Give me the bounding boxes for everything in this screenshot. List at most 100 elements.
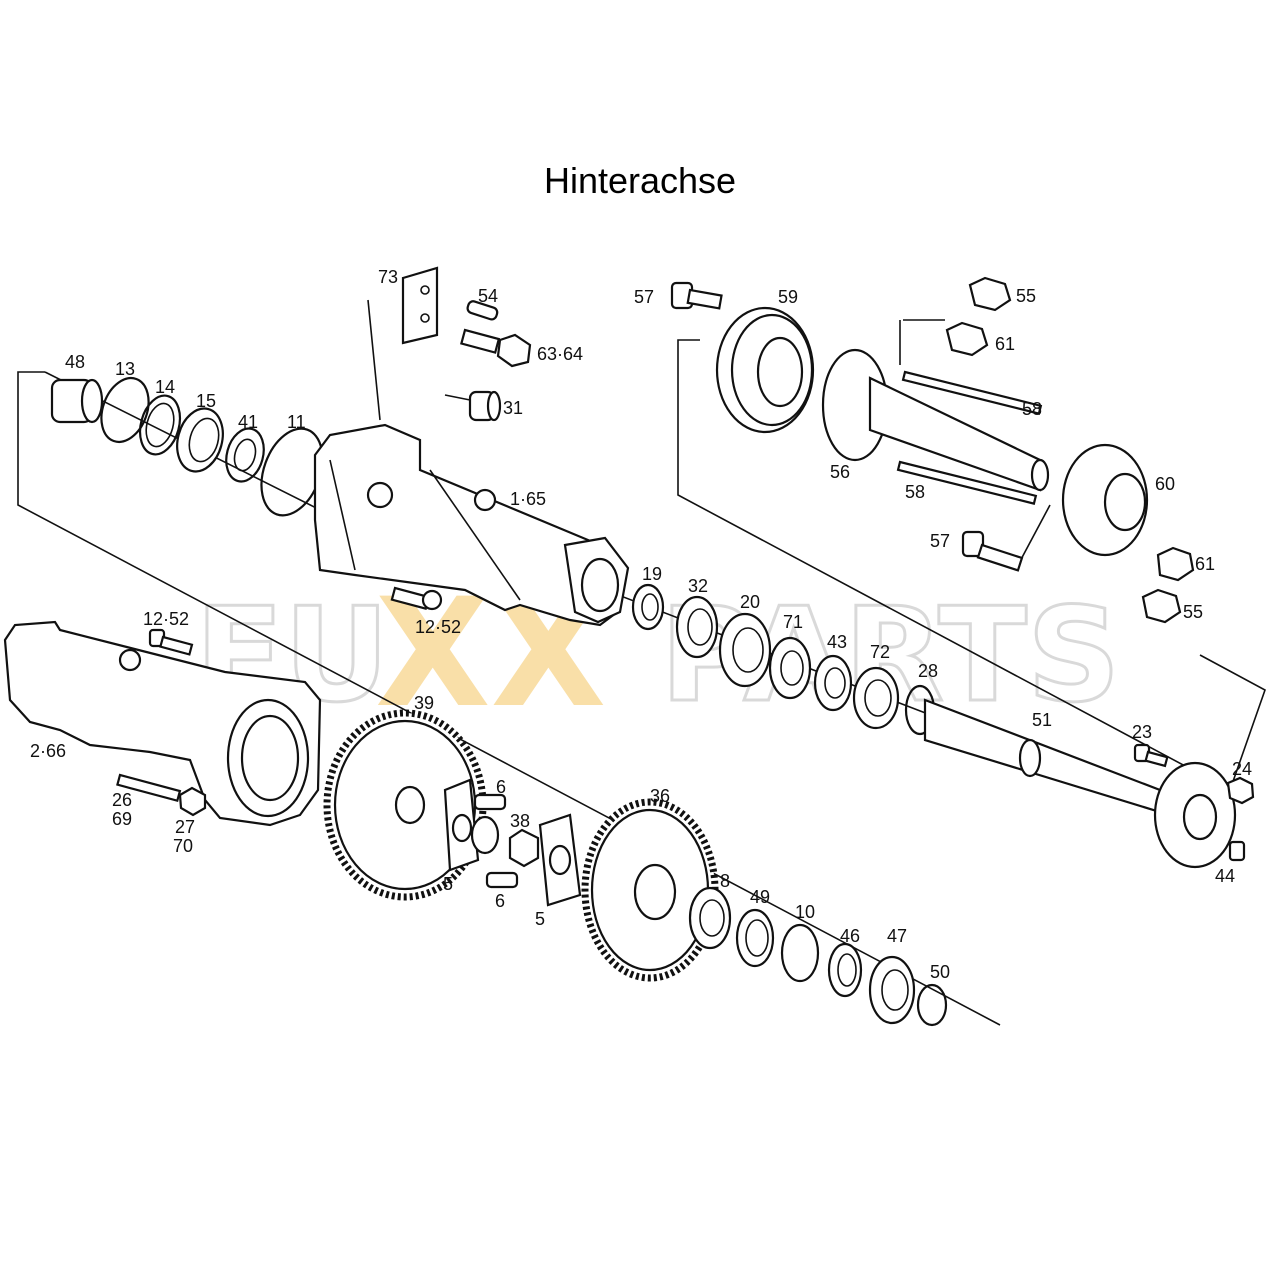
bearing-8 [688,886,732,950]
bolt-23 [1133,743,1169,768]
bolt-6-lower [485,871,519,889]
gear-39 [323,709,487,901]
callout-11: 11 [287,412,306,432]
nut-27-70 [178,786,207,817]
callout-49: 49 [750,887,770,907]
bolt-63-64 [460,328,532,368]
ring-46 [827,942,863,998]
bearing-32 [675,595,719,659]
callout-41: 41 [238,412,258,432]
callout-72: 72 [870,642,890,662]
callout-63-64: 63·64 [537,344,583,364]
stud-26-69 [116,773,182,803]
callout-1-65: 1·65 [510,489,546,509]
callout-46: 46 [840,926,860,946]
ring-50 [916,983,948,1027]
bushing-48 [50,378,104,424]
pin-54 [466,300,499,321]
callout-13: 13 [115,359,135,379]
strip-58-upper [901,370,1043,415]
seal-41 [225,427,265,483]
callout-47: 47 [887,926,907,946]
callout-8: 8 [720,871,730,891]
nut-55-upper [968,276,1012,312]
ring-14 [138,394,182,456]
seal-71 [768,636,812,700]
callout-58-lower: 58 [905,482,925,502]
callout-57-lower: 57 [930,531,950,551]
bolt-57-lower [961,530,1024,572]
callout-24: 24 [1232,759,1252,779]
callout-27: 27 [175,817,195,837]
carrier-5-right [538,813,582,907]
frame-lines [17,299,1266,1026]
bearing-20 [718,612,772,688]
housing-2-66 [3,620,322,827]
gear-36 [581,798,719,982]
callout-38: 38 [510,811,530,831]
callout-31: 31 [503,398,523,418]
circlip-13 [100,376,150,444]
callouts: 48 13 14 15 41 11 73 54 63·64 31 1·65 57… [30,267,1252,982]
callout-36: 36 [650,786,670,806]
nut-61-lower [1156,546,1195,582]
callout-5-left: 5 [443,874,453,894]
cap-31 [468,390,502,422]
callout-23: 23 [1132,722,1152,742]
ring-72 [852,666,900,730]
callout-58-upper: 58 [1022,399,1042,419]
circlip-10 [780,923,820,983]
callout-70: 70 [173,836,193,856]
callout-43: 43 [827,632,847,652]
callout-50: 50 [930,962,950,982]
hub-flange [1153,761,1237,869]
bearing-43 [813,654,853,712]
ring-49 [735,908,775,968]
callout-44: 44 [1215,866,1235,886]
callout-39: 39 [414,693,434,713]
callout-69: 69 [112,809,132,829]
nut-61-upper [945,321,989,357]
callout-20: 20 [740,592,760,612]
nipple-44 [1228,840,1246,862]
carrier-5-left [443,778,480,872]
ring-19 [631,583,665,631]
callout-59: 59 [778,287,798,307]
callout-48: 48 [65,352,85,372]
callout-19: 19 [642,564,662,584]
callout-51: 51 [1032,710,1052,730]
bolt-57-upper [670,281,723,310]
callout-32: 32 [688,576,708,596]
bolt-6-upper [473,793,507,811]
plate-73 [401,266,439,345]
callout-12-52-upper: 12·52 [415,617,461,637]
callout-14: 14 [155,377,175,397]
callout-61-upper: 61 [995,334,1015,354]
callout-71: 71 [783,612,803,632]
callout-28: 28 [918,661,938,681]
bearing-38-left [470,815,500,855]
bearing-47 [868,955,916,1025]
bolt-12-52-upper [390,586,443,611]
callout-60: 60 [1155,474,1175,494]
callout-55-lower: 55 [1183,602,1203,622]
callout-10: 10 [795,902,815,922]
bolt-12-52-lower [148,628,194,656]
callout-54: 54 [478,286,498,306]
drum-59 [715,306,815,434]
flange-60 [1061,443,1149,557]
callout-73: 73 [378,267,398,287]
nut-55-lower [1141,588,1182,624]
callout-2-66: 2·66 [30,741,66,761]
callout-6-lower: 6 [495,891,505,911]
nut-24 [1226,776,1255,805]
strip-58-lower [896,460,1038,505]
flange-56 [821,348,1050,492]
bearing-15 [176,407,224,473]
housing-1-65 [313,423,630,627]
nut-38 [508,828,540,868]
diagram-title: Hinterachse [543,160,737,201]
callout-55-upper: 55 [1016,286,1036,306]
callout-12-52-lower: 12·52 [143,609,189,629]
